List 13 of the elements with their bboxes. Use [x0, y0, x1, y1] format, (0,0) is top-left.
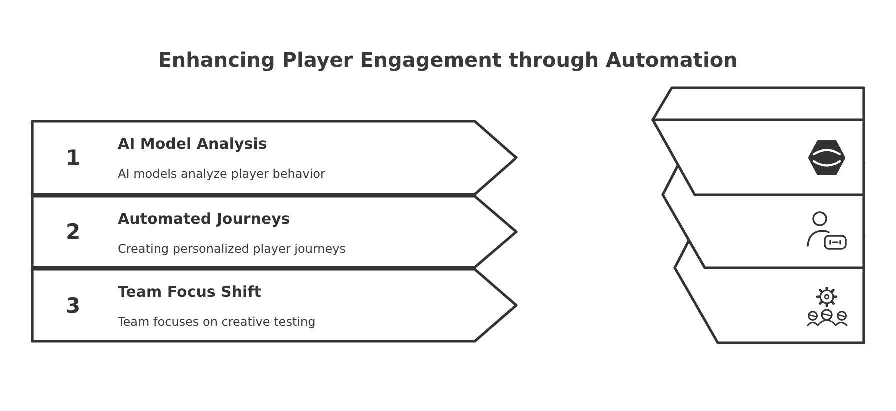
step-heading: Automated Journeys	[118, 210, 290, 229]
diagram-title: Enhancing Player Engagement through Automation	[158, 47, 738, 73]
arrow-step-shape	[31, 120, 518, 196]
step-heading: AI Model Analysis	[118, 135, 268, 154]
step-number: 1	[66, 145, 81, 171]
step-heading: Team Focus Shift	[118, 283, 262, 302]
step-description: Creating personalized player journeys	[118, 242, 346, 257]
step-description: AI models analyze player behavior	[118, 167, 326, 182]
step-number: 3	[66, 292, 81, 318]
step-number: 2	[66, 219, 81, 245]
step-description: Team focuses on creative testing	[118, 315, 316, 330]
arrow-step-shape	[31, 195, 518, 269]
arrow-step-shape	[31, 268, 518, 343]
